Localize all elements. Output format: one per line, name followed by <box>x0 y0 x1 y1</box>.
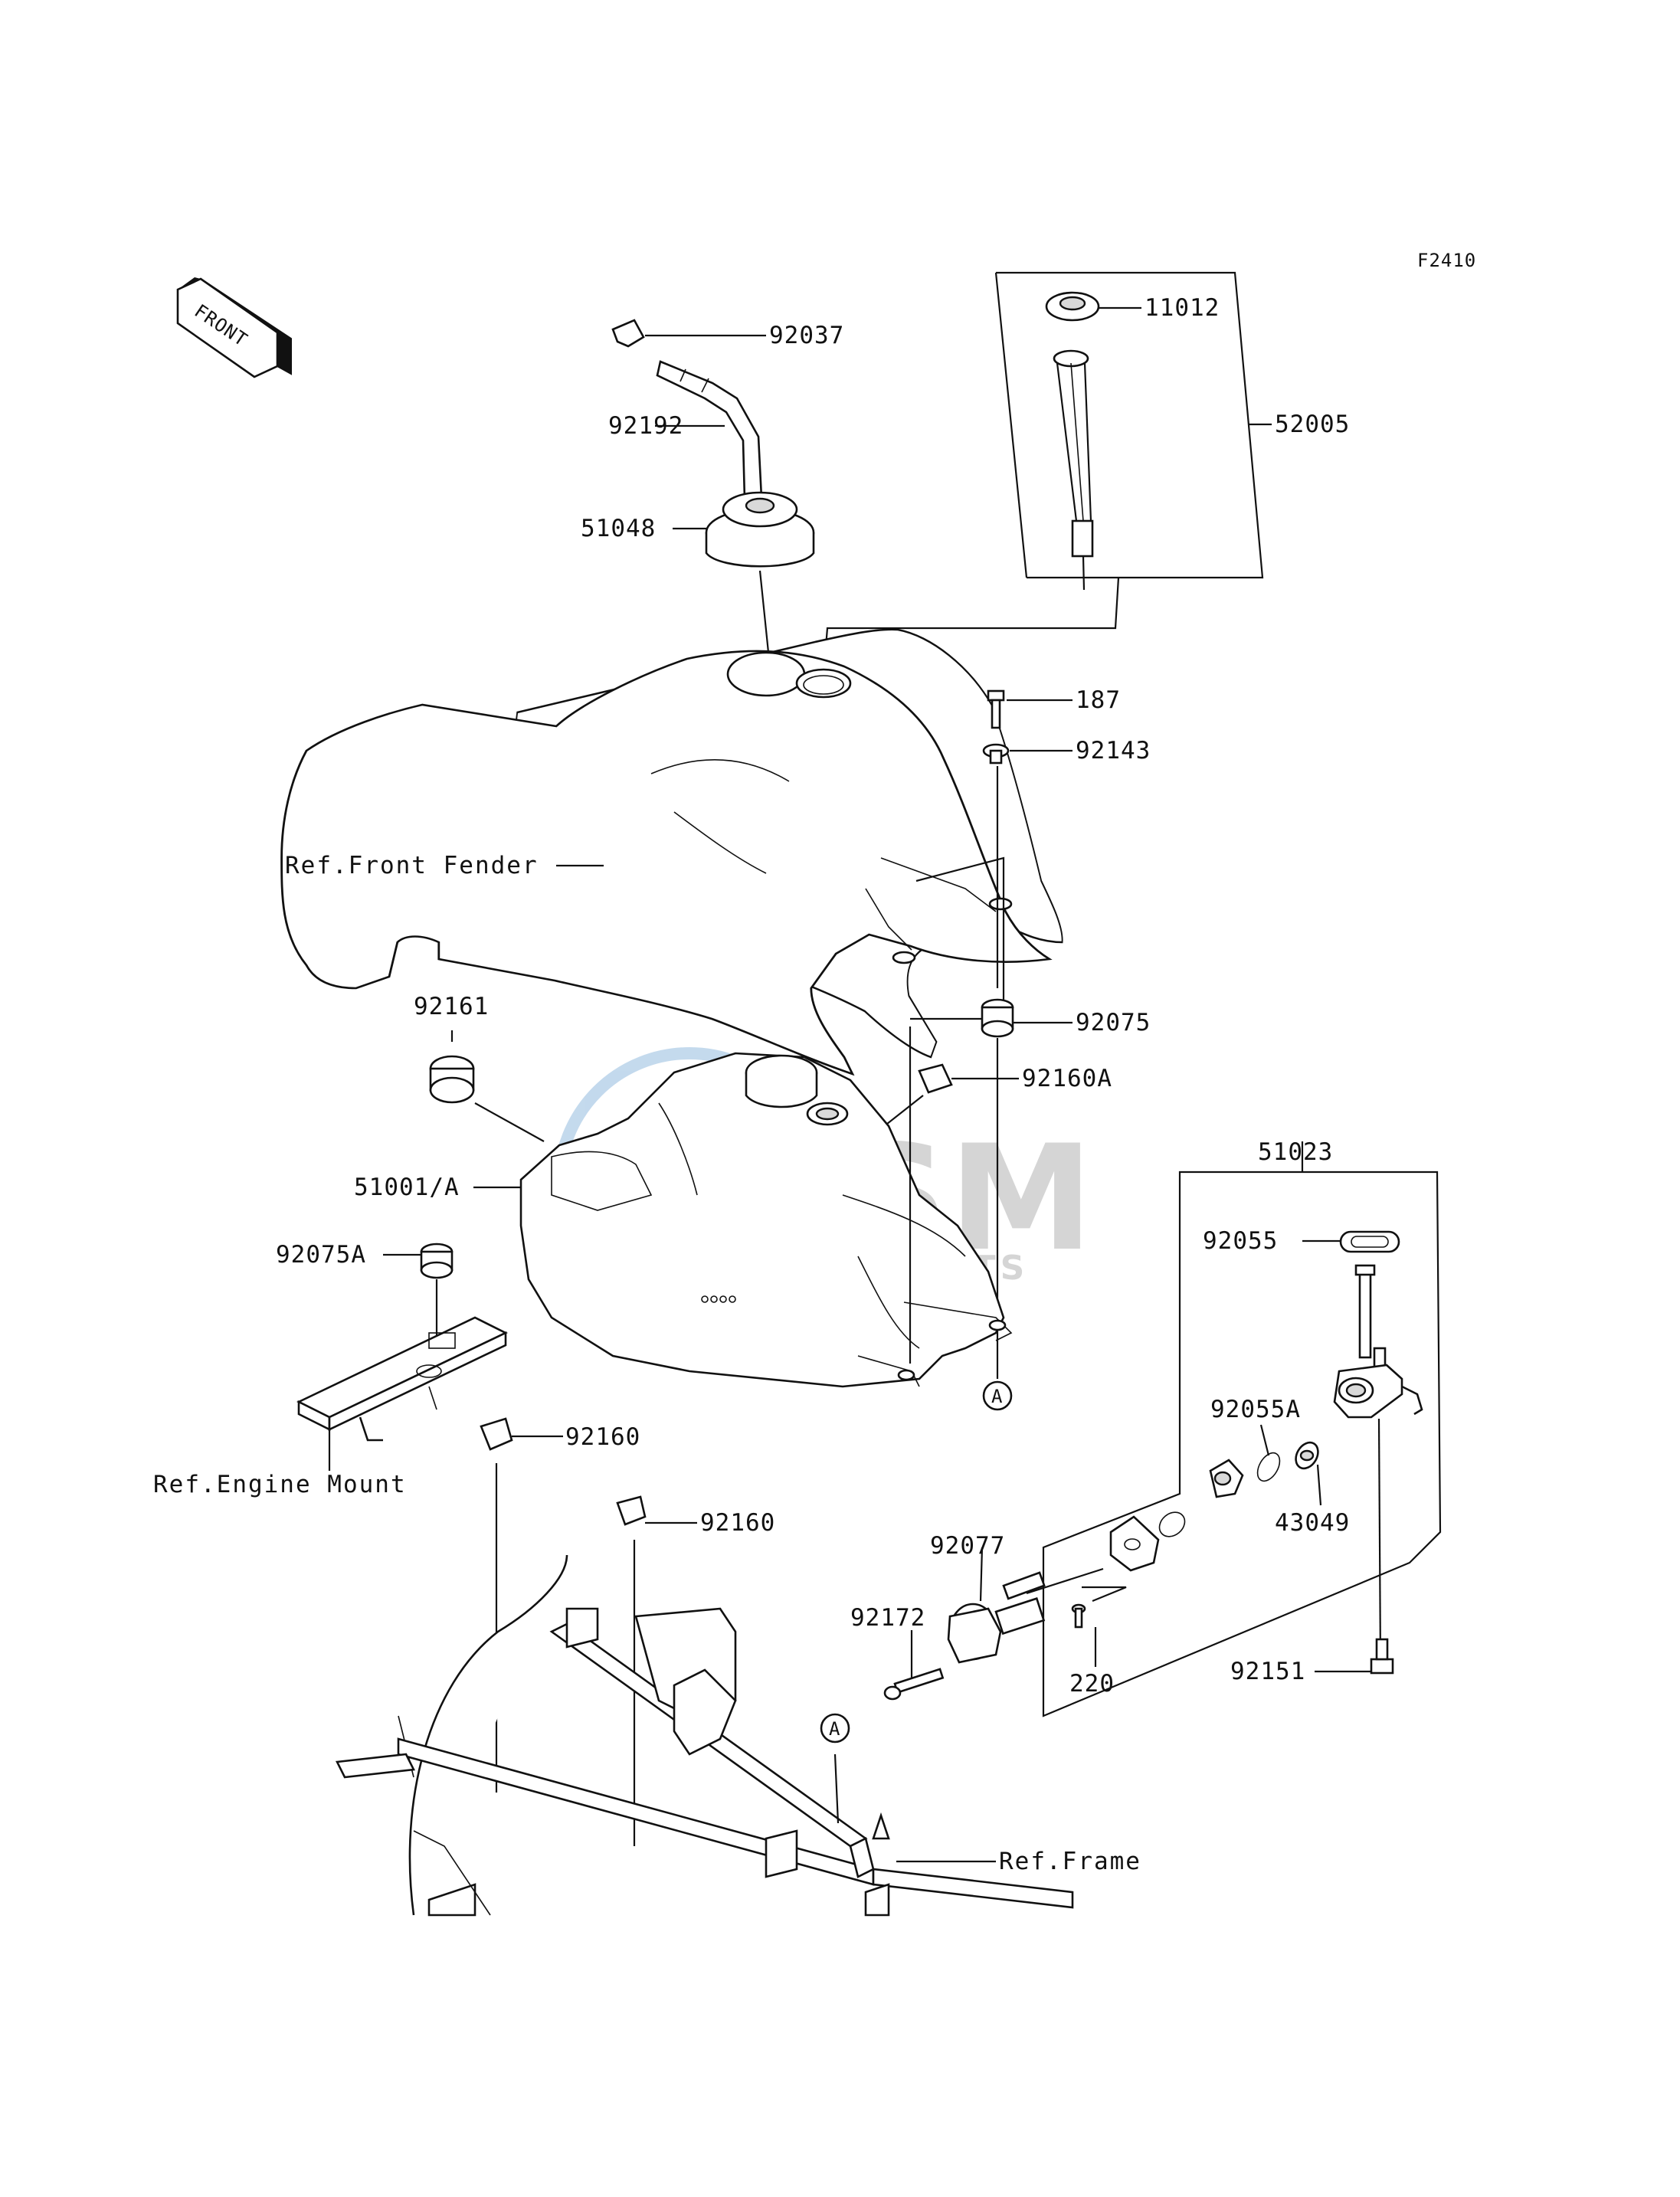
part-92161-grommet <box>429 1030 545 1142</box>
callout-92055A[interactable]: 92055A <box>1210 1396 1301 1423</box>
callout-92077[interactable]: 92077 <box>930 1532 1005 1560</box>
part-43049-screen <box>1295 1441 1322 1506</box>
callout-92160A[interactable]: 92160A <box>1022 1065 1112 1092</box>
callout-220[interactable]: 220 <box>1069 1670 1115 1698</box>
ref-engine-mount-label[interactable]: Ref.Engine Mount <box>153 1471 407 1498</box>
part-92151-bolt <box>1315 1638 1394 1675</box>
callout-92172[interactable]: 92172 <box>850 1604 925 1632</box>
part-92075-damper <box>981 998 1073 1379</box>
part-51023-fuel-cock-kit <box>1042 1141 1442 1717</box>
callout-92055[interactable]: 92055 <box>1203 1227 1278 1255</box>
callout-92161[interactable]: 92161 <box>414 993 489 1020</box>
part-51048-fuel-cap <box>673 491 815 690</box>
part-92160-bracket-1 <box>480 1417 563 1793</box>
callout-92160-2[interactable]: 92160 <box>700 1509 775 1537</box>
front-arrow-icon: FRONT <box>176 277 292 378</box>
ref-engine-mount <box>296 1316 508 1471</box>
callout-51023[interactable]: 51023 <box>1258 1138 1333 1166</box>
part-92172-screw <box>883 1630 945 1701</box>
callout-11012[interactable]: 11012 <box>1145 294 1220 322</box>
callout-92151[interactable]: 92151 <box>1230 1658 1305 1685</box>
part-52005-fuel-gauge-kit <box>822 271 1272 675</box>
callout-92075[interactable]: 92075 <box>1076 1009 1151 1036</box>
callout-43049[interactable]: 43049 <box>1275 1509 1350 1537</box>
part-187-bolt <box>987 689 1073 729</box>
figure-code: F2410 <box>1417 250 1476 271</box>
ref-frame-label[interactable]: Ref.Frame <box>999 1848 1141 1875</box>
part-92077-valve-knob <box>947 1547 1046 1664</box>
part-51001A-fuel-tank <box>473 1026 1013 1388</box>
callout-92143[interactable]: 92143 <box>1076 737 1151 765</box>
callout-187[interactable]: 187 <box>1076 686 1121 714</box>
ref-front-fender <box>280 628 1063 1076</box>
callout-92192[interactable]: 92192 <box>608 412 683 440</box>
part-fuel-cock-lever-parts <box>1026 1459 1244 1595</box>
part-92037-clamp <box>611 319 766 348</box>
svg-text:A: A <box>991 1386 1003 1407</box>
callout-92075A[interactable]: 92075A <box>276 1241 366 1269</box>
part-92055A-oring <box>1256 1424 1281 1482</box>
ref-frame <box>336 1554 1074 1917</box>
part-92075A-damper <box>383 1243 454 1348</box>
ref-front-fender-label[interactable]: Ref.Front Fender <box>285 852 539 879</box>
callout-92160-1[interactable]: 92160 <box>565 1423 640 1451</box>
part-220-screw <box>1071 1586 1127 1667</box>
connector-a-upper: A <box>982 1380 1013 1411</box>
callout-52005[interactable]: 52005 <box>1275 411 1350 438</box>
callout-51048[interactable]: 51048 <box>581 515 656 542</box>
svg-text:A: A <box>829 1718 840 1740</box>
part-92055-gasket <box>1302 1230 1400 1253</box>
callout-51001A[interactable]: 51001/A <box>354 1174 460 1201</box>
part-fuel-cock-body <box>1333 1264 1423 1663</box>
connector-a-lower: A <box>820 1713 850 1744</box>
part-92143-collar <box>982 743 1073 988</box>
part-92160-bracket-2 <box>616 1495 697 1846</box>
callout-92037[interactable]: 92037 <box>769 322 844 349</box>
